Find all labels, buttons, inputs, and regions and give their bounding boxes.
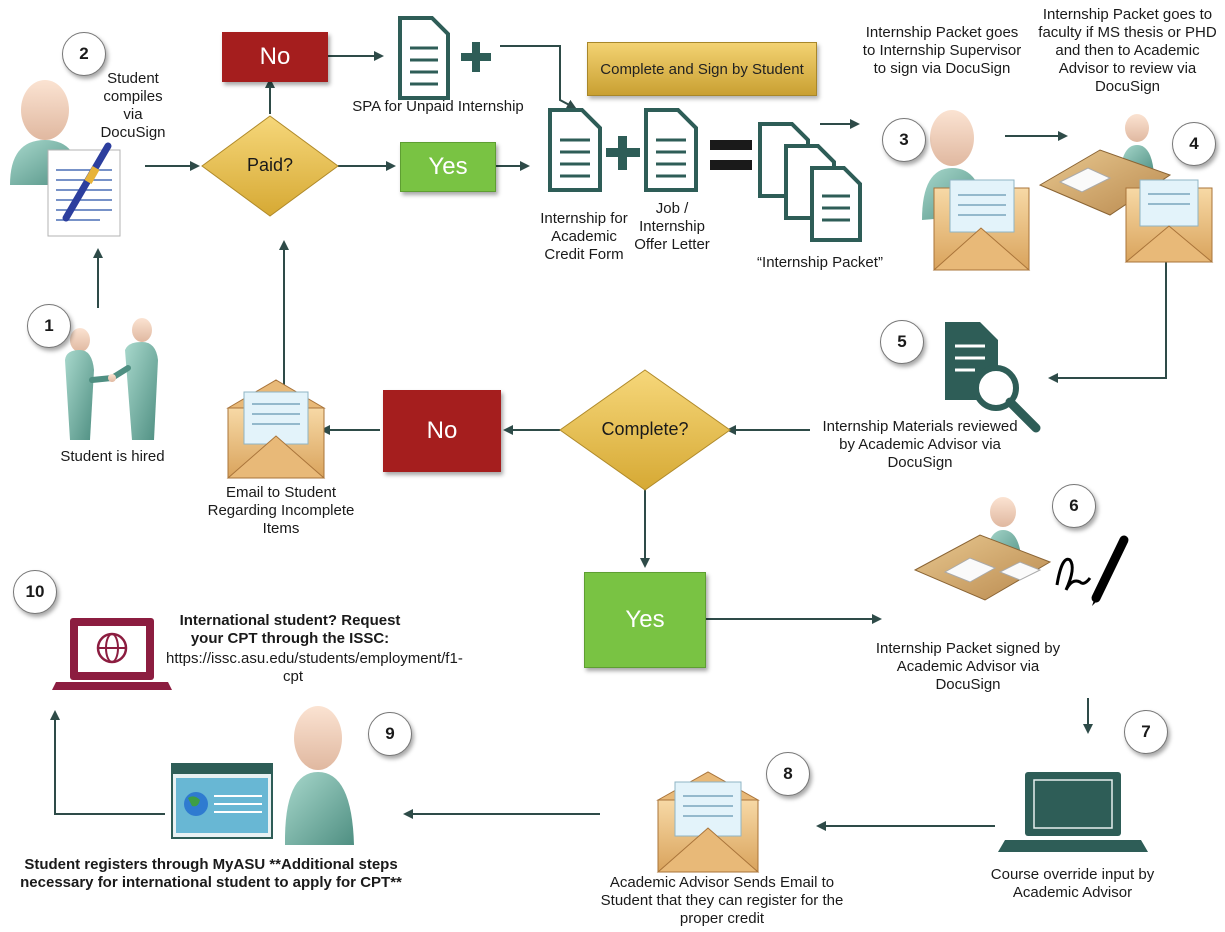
complete-sign-banner: Complete and Sign by Student [587,42,817,96]
step-3-label: Internship Packet goes to Internship Sup… [862,24,1022,77]
student-compiling-icon [10,80,121,237]
step-number-9: 9 [368,712,412,756]
equals-icon [710,140,752,170]
review-document-magnifier-icon [945,322,1041,433]
paid-no-box: No [222,32,328,82]
internship-packet-documents-icon [758,122,862,242]
step-number-3: 3 [882,118,926,162]
course-override-laptop-icon [998,772,1148,852]
plus-icon [461,42,491,72]
signature-pen-icon [1055,535,1129,606]
email-incomplete-label: Email to Student Regarding Incomplete It… [207,484,355,537]
internship-packet-label: “Internship Packet” [757,254,883,271]
paid-decision-label: Paid? [246,155,294,175]
student-registering-icon [284,706,354,845]
complete-decision-label: Complete? [601,419,689,439]
complete-yes-box: Yes [584,572,706,668]
complete-yes-label: Yes [625,606,665,633]
step-number-2: 2 [62,32,106,76]
step-1-label: Student is hired [60,448,165,465]
paid-no-label: No [259,43,291,70]
complete-decision-diamond [559,369,731,491]
step-4-label: Internship Packet goes to faculty if MS … [1038,6,1217,95]
arrow-9-to-10 [50,710,165,815]
arrow-4-to-5 [1048,262,1167,383]
step-8-label: Academic Advisor Sends Email to Student … [600,874,844,927]
paid-decision-diamond [201,115,339,217]
step-number-6: 6 [1052,484,1096,528]
faculty-desk-envelope-icon [1038,114,1214,263]
step-number-1: 1 [27,304,71,348]
supervisor-with-envelope-icon [922,110,1031,271]
step-7-label: Course override input by Academic Adviso… [990,866,1155,901]
banner-text: Complete and Sign by Student [600,60,804,78]
complete-no-box: No [383,390,501,472]
step-number-5: 5 [880,320,924,364]
spa-label: SPA for Unpaid Internship [352,98,524,115]
step-10-label: International student? Request your CPT … [179,612,401,647]
cpt-link[interactable]: https://issc.asu.edu/students/employment… [166,650,463,685]
browser-window-icon [171,763,273,839]
arrow-spa-to-form [500,45,577,109]
spa-document-icon [398,16,450,100]
plus-icon-2 [606,136,640,170]
step-number-4: 4 [1172,122,1216,166]
paid-yes-label: Yes [428,153,468,180]
incomplete-email-envelope-icon [226,379,326,479]
offer-letter-label: Job / Internship Offer Letter [634,200,710,253]
step-number-10: 10 [13,570,57,614]
step-2-label: Student compiles via DocuSign [100,70,166,141]
step-9-label: Student registers through MyASU **Additi… [20,856,402,891]
step-number-7: 7 [1124,710,1168,754]
paid-yes-box: Yes [400,142,496,192]
credit-form-label: Internship for Academic Credit Form [540,210,628,263]
advisor-desk-signing-icon [913,497,1052,601]
step-5-label: Internship Materials reviewed by Academi… [822,418,1018,471]
handshake-icon [65,318,158,440]
cpt-laptop-icon [52,618,172,690]
credit-form-document-icon [548,108,602,192]
advisor-email-envelope-icon [656,771,760,873]
connectors [50,45,1167,831]
offer-letter-document-icon [644,108,698,192]
step-number-8: 8 [766,752,810,796]
complete-no-label: No [426,417,458,444]
step-6-label: Internship Packet signed by Academic Adv… [875,640,1061,693]
